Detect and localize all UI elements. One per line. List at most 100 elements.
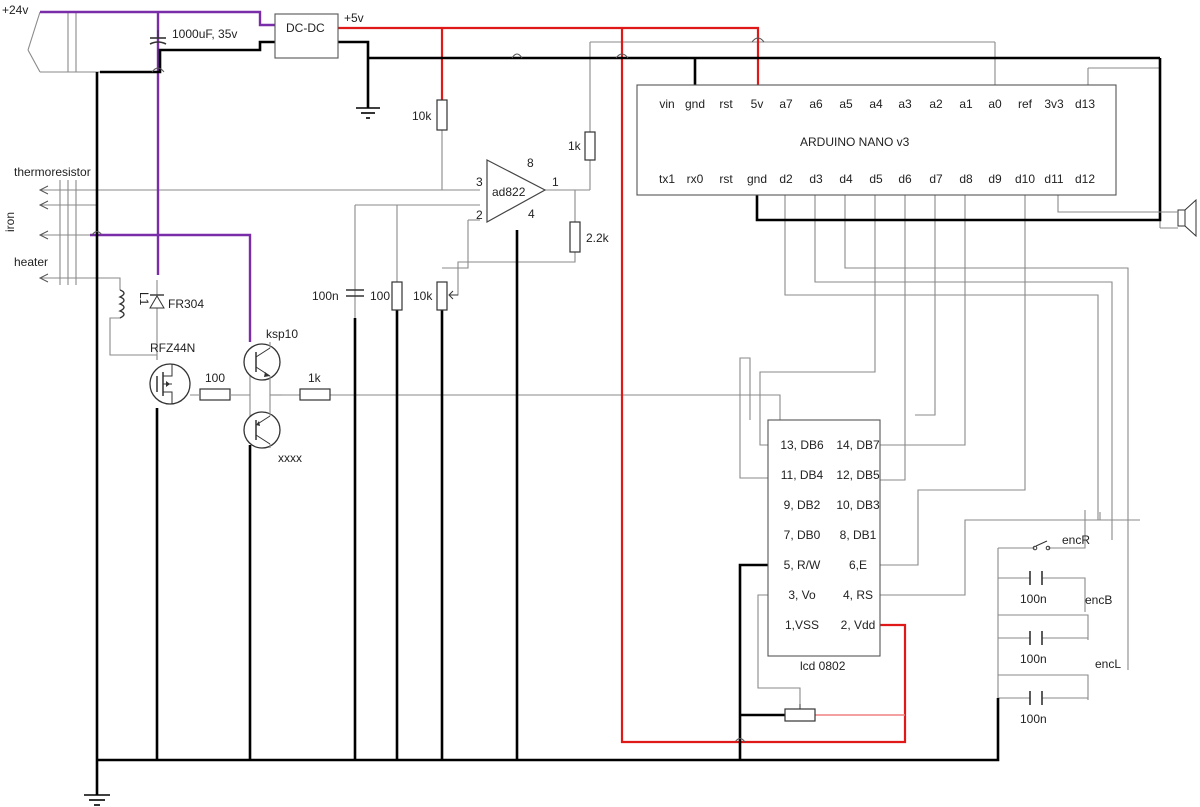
arduino-pin-gnd-top: gnd (685, 97, 705, 111)
arduino-pin-d5-bottom: d5 (869, 172, 883, 186)
npn-label: ksp10 (266, 327, 298, 341)
encoder-cap-1 (1029, 571, 1043, 585)
lcd-contrast-pot (784, 704, 816, 722)
diode-fr304 (149, 294, 165, 309)
inductor-label: L1 (137, 292, 151, 306)
arduino-pin-ref-top: ref (1018, 97, 1033, 111)
lcd-pin-right-0: 14, DB7 (836, 438, 880, 452)
lcd-pin-right-1: 12, DB5 (836, 468, 880, 482)
mosfet-rfz44n (149, 363, 191, 405)
potentiometer-10k (436, 281, 458, 311)
encoder-label-r: encR (1062, 533, 1090, 547)
encoder-cap-2 (1029, 631, 1043, 645)
lcd-pin-left-4: 5, R/W (784, 558, 821, 572)
rail-5v-label: +5v (344, 11, 364, 25)
resistor-100-input (391, 281, 403, 311)
resistor-gate-label: 100 (205, 371, 225, 385)
lcd-pin-right-4: 6,E (849, 558, 867, 572)
arduino-pin-d11-bottom: d11 (1044, 172, 1063, 186)
arduino-pin-5v-top: 5v (751, 97, 764, 111)
opamp-label: ad822 (492, 185, 526, 199)
lcd-pin-left-1: 11, DB4 (781, 468, 824, 482)
resistor-2k2-label: 2.2k (586, 231, 610, 245)
arduino-pin-a7-top: a7 (779, 97, 793, 111)
arduino-pin-rx0-bottom: rx0 (687, 172, 704, 186)
arduino-pin-a2-top: a2 (929, 97, 943, 111)
arduino-pin-d6-bottom: d6 (898, 172, 912, 186)
arduino-pin-a5-top: a5 (839, 97, 853, 111)
resistor-gate-100 (199, 388, 231, 401)
lcd-right-pins: 14, DB7 12, DB5 10, DB3 8, DB1 6,E 4, RS 2, Vd… (836, 438, 880, 632)
lcd-pin-right-2: 10, DB3 (836, 498, 880, 512)
resistor-base-label: 1k (308, 371, 322, 385)
arduino-pin-rst-bottom: rst (719, 172, 733, 186)
encoder-cap-label-3: 100n (1020, 712, 1047, 726)
opamp-pin-8: 8 (527, 156, 534, 170)
power24-wires (40, 10, 275, 342)
encoder-cap-label-2: 100n (1020, 652, 1047, 666)
input-voltage-label: +24v (2, 3, 28, 17)
opamp-pin-2: 2 (476, 208, 483, 222)
opamp-pin-4: 4 (528, 207, 535, 221)
lcd-pin-left-3: 7, DB0 (784, 528, 821, 542)
lcd-pin-right-6: 2, Vdd (841, 618, 876, 632)
heater-label: heater (14, 255, 48, 269)
inductor-l1 (118, 289, 125, 319)
lcd-pin-right-3: 8, DB1 (840, 528, 877, 542)
opamp-pin-3: 3 (476, 175, 483, 189)
arduino-pin-tx1-bottom: tx1 (659, 172, 675, 186)
arduino-pin-a6-top: a6 (809, 97, 823, 111)
resistor-2k2 (569, 221, 581, 253)
lcd-pin-right-5: 4, RS (843, 588, 873, 602)
arduino-pin-d9-bottom: d9 (988, 172, 1002, 186)
arduino-pin-d10-bottom: d10 (1015, 172, 1035, 186)
resistor-1k-feedback (584, 131, 596, 161)
arduino-pin-d12-bottom: d12 (1075, 172, 1095, 186)
potentiometer-10k-label: 10k (413, 289, 433, 303)
arduino-pin-3v3-top: 3v3 (1044, 97, 1064, 111)
arduino-pin-d7-bottom: d7 (929, 172, 943, 186)
resistor-100-input-label: 100 (370, 289, 390, 303)
ground-symbol-5v (356, 107, 380, 119)
resistor-10k-pullup (436, 99, 448, 131)
mosfet-label: RFZ44N (150, 341, 195, 355)
arduino-pin-rst-top: rst (719, 97, 733, 111)
dc-dc-label: DC-DC (286, 21, 325, 35)
encoder-label-l: encL (1095, 657, 1121, 671)
arduino-pin-gnd-bottom: gnd (747, 172, 767, 186)
bulk-capacitor (149, 30, 167, 45)
lcd-title: lcd 0802 (800, 659, 846, 673)
wire-hops (91, 37, 765, 743)
arduino-pin-a1-top: a1 (959, 97, 973, 111)
ground-symbol-main (84, 794, 110, 806)
arduino-pin-d4-bottom: d4 (839, 172, 853, 186)
arduino-pin-a3-top: a3 (898, 97, 912, 111)
encoder-cap-label-1: 100n (1020, 592, 1047, 606)
transistor-pnp (243, 411, 281, 449)
arduino-pin-d13-top: d13 (1075, 97, 1095, 111)
arduino-pin-d8-bottom: d8 (959, 172, 973, 186)
resistor-10k-pullup-label: 10k (412, 109, 432, 123)
resistor-base-1k (299, 388, 331, 401)
opamp-pin-1: 1 (552, 175, 559, 189)
driver-links (269, 342, 300, 448)
iron-label: iron (3, 212, 17, 232)
encoder-cap-3 (1029, 691, 1043, 705)
arduino-pin-d3-bottom: d3 (809, 172, 823, 186)
transistor-ksp10 (243, 343, 281, 381)
encoder-switch-r (1032, 540, 1051, 551)
lcd-pin-left-2: 9, DB2 (784, 498, 821, 512)
dc-dc-converter: DC-DC (274, 13, 339, 59)
capacitor-100n-label: 100n (312, 289, 339, 303)
pnp-label: xxxx (278, 451, 302, 465)
gnd-wires (95, 40, 1162, 795)
thermoresistor-label: thermoresistor (14, 165, 91, 179)
capacitor-100n (346, 289, 364, 297)
arduino-pin-a0-top: a0 (988, 97, 1002, 111)
